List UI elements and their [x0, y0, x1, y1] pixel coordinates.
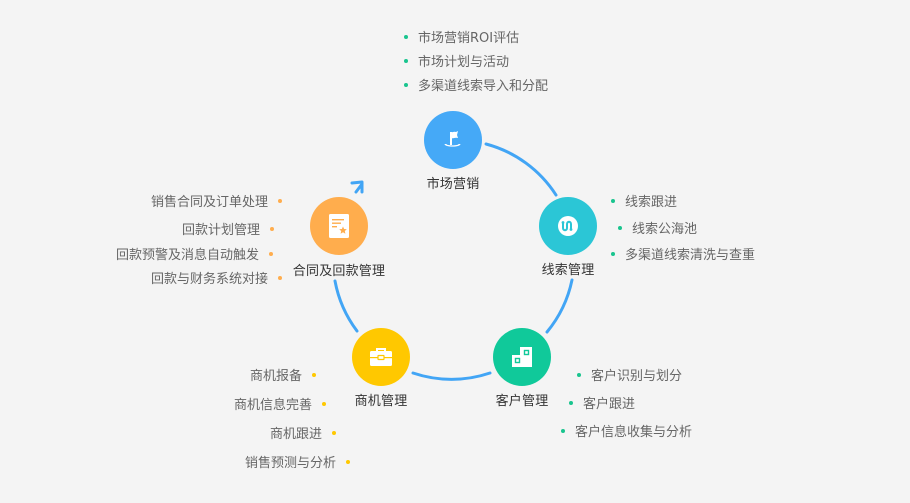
arc-customers-opportunities	[411, 371, 492, 381]
arc-opportunities-contracts	[333, 279, 359, 333]
bullet-dot	[577, 372, 581, 377]
bullet-dot	[404, 58, 408, 63]
node-label-marketing: 市场营销	[426, 177, 480, 192]
arc-marketing-leads	[484, 142, 558, 197]
route-icon	[558, 216, 578, 236]
node-opportunities[interactable]	[352, 328, 410, 386]
node-label-contracts: 合同及回款管理	[292, 264, 386, 279]
contracts-item: 回款预警及消息自动触发	[116, 248, 273, 264]
bullet-dot	[312, 372, 316, 377]
bullet-dot	[404, 34, 408, 39]
leads-item: 线索公海池	[618, 222, 697, 238]
arrow-head	[350, 180, 364, 194]
bullet-dot	[322, 401, 326, 406]
contracts-item: 回款计划管理	[182, 223, 274, 239]
bullet-dot	[278, 198, 282, 203]
node-label-customers: 客户管理	[495, 394, 549, 409]
marketing-item: 市场营销ROI评估	[404, 31, 519, 47]
contracts-item: 回款与财务系统对接	[151, 272, 282, 288]
contracts-item: 销售合同及订单处理	[151, 195, 282, 211]
flag-icon	[444, 131, 461, 147]
bullet-dot	[269, 251, 273, 256]
customers-item: 客户信息收集与分析	[561, 425, 692, 441]
leads-item: 线索跟进	[611, 195, 677, 211]
bullet-dot	[618, 225, 622, 230]
bullet-dot	[270, 226, 274, 231]
marketing-item: 市场计划与活动	[404, 55, 509, 71]
bullet-dot	[611, 251, 615, 256]
bullet-dot	[611, 198, 615, 203]
bullet-dot	[569, 400, 573, 405]
building-icon	[512, 347, 532, 367]
bullet-dot	[278, 275, 282, 280]
node-leads[interactable]	[539, 197, 597, 255]
arc-leads-customers	[545, 278, 574, 334]
node-label-opportunities: 商机管理	[354, 394, 408, 409]
node-marketing[interactable]	[424, 111, 482, 169]
bullet-dot	[346, 459, 350, 464]
opportunities-item: 商机信息完善	[234, 398, 326, 414]
bullet-dot	[404, 82, 408, 87]
opportunities-item: 商机跟进	[270, 427, 336, 443]
leads-item: 多渠道线索清洗与查重	[611, 248, 755, 264]
node-customers[interactable]	[493, 328, 551, 386]
node-label-leads: 线索管理	[541, 263, 595, 278]
contract-icon	[329, 214, 349, 238]
bullet-dot	[332, 430, 336, 435]
bullet-dot	[561, 428, 565, 433]
briefcase-icon	[370, 348, 392, 366]
customers-item: 客户跟进	[569, 397, 635, 413]
node-contracts[interactable]	[310, 197, 368, 255]
opportunities-item: 销售预测与分析	[245, 456, 350, 472]
customers-item: 客户识别与划分	[577, 369, 682, 385]
opportunities-item: 商机报备	[250, 369, 316, 385]
marketing-item: 多渠道线索导入和分配	[404, 79, 548, 95]
